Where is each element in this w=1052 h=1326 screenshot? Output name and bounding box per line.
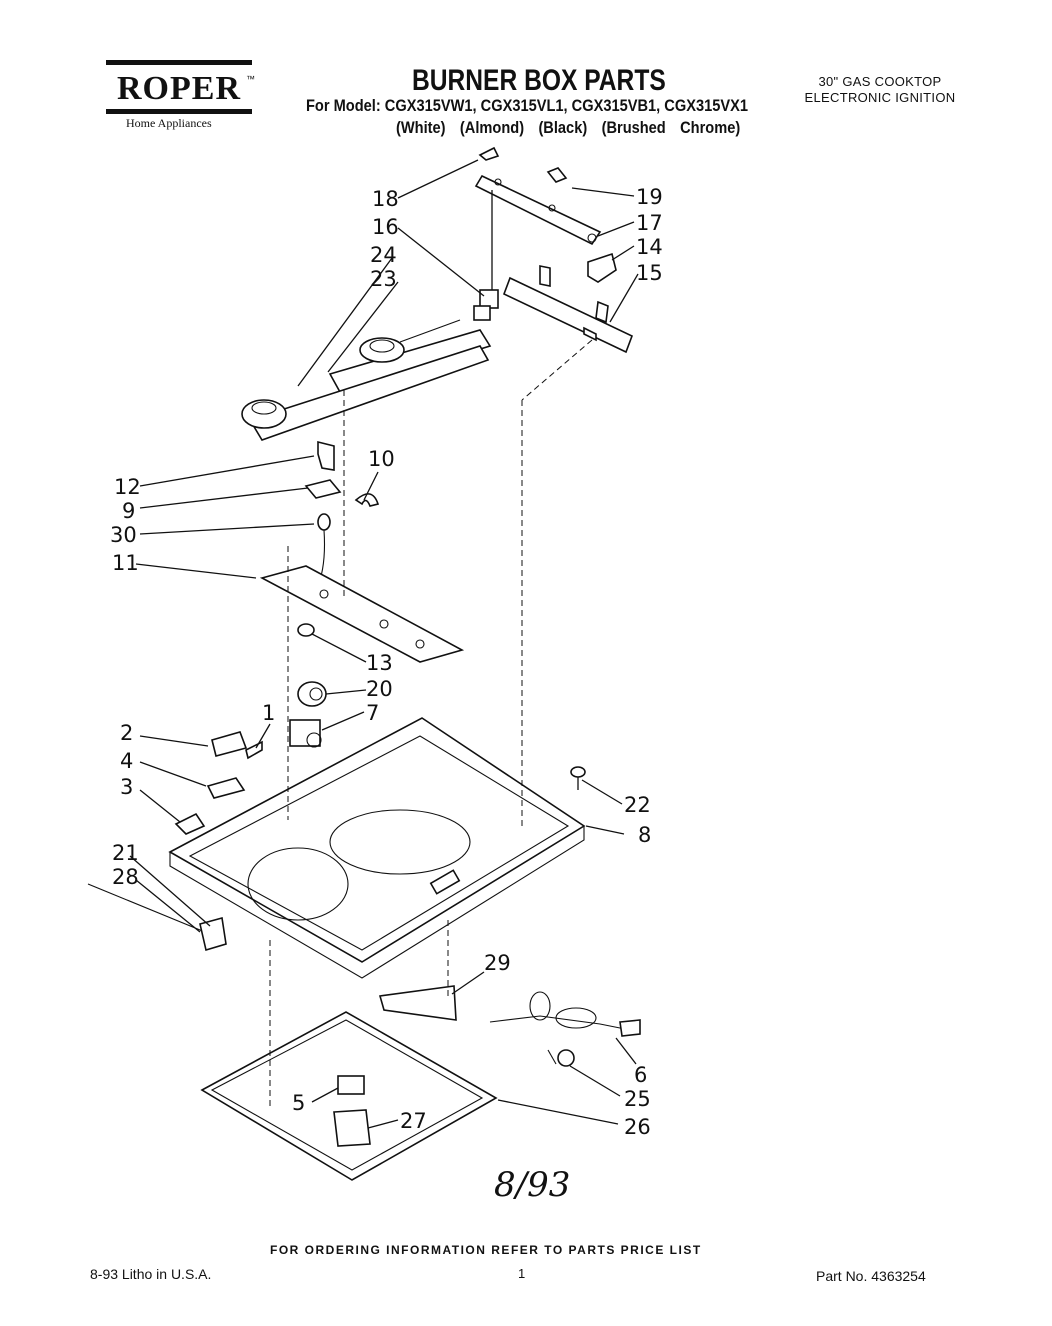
- callout-5: 5: [292, 1091, 305, 1115]
- bracket-2: [211, 731, 248, 757]
- regulator-20: [297, 681, 327, 707]
- logo-top-bar: [106, 60, 252, 65]
- page-title: BURNER BOX PARTS: [412, 64, 666, 97]
- logo-bottom-bar: [106, 109, 252, 114]
- callout-18: 18: [372, 187, 399, 211]
- callout-8: 8: [638, 823, 651, 847]
- leader-lines: [129, 159, 639, 1129]
- callout-12: 12: [114, 475, 141, 499]
- valve-16: [473, 190, 499, 321]
- trademark-symbol: ™: [246, 74, 255, 84]
- callout-28: 28: [112, 865, 139, 889]
- clip-18: [478, 146, 500, 161]
- callout-30: 30: [110, 523, 137, 547]
- product-line-1: 30" GAS COOKTOP: [818, 74, 942, 89]
- callout-24: 24: [370, 243, 397, 267]
- callout-7: 7: [366, 701, 379, 725]
- grommet-13: [297, 623, 315, 637]
- callout-4: 4: [120, 749, 133, 773]
- callout-26: 26: [624, 1115, 651, 1139]
- callout-9: 9: [122, 499, 135, 523]
- callout-21: 21: [112, 841, 139, 865]
- clip-3: [174, 812, 206, 835]
- clip-1: [245, 740, 263, 760]
- callout-13: 13: [366, 651, 393, 675]
- burner-assembly-23: [328, 319, 492, 393]
- bottom-panel-26: [200, 1011, 498, 1181]
- capacitor-5: [337, 1075, 365, 1095]
- burner-support-11: [259, 565, 465, 663]
- burner-box-8: [168, 717, 586, 979]
- product-description: 30" GAS COOKTOP ELECTRONIC IGNITION: [790, 74, 970, 106]
- callout-22: 22: [624, 793, 651, 817]
- screw-19: [546, 167, 568, 183]
- callout-1: 1: [262, 701, 275, 725]
- print-info: 8-93 Litho in U.S.A.: [90, 1266, 212, 1282]
- callout-29: 29: [484, 951, 511, 975]
- clamp-10: [354, 493, 380, 507]
- handwritten-date: 8/93: [494, 1165, 570, 1205]
- model-list: For Model: CGX315VW1, CGX315VL1, CGX315V…: [306, 96, 749, 115]
- plate-4: [206, 777, 246, 799]
- callout-27: 27: [400, 1109, 427, 1133]
- callout-11: 11: [112, 551, 139, 575]
- callout-3: 3: [120, 775, 133, 799]
- alignment-line: [521, 339, 593, 401]
- logo-subtitle: Home Appliances: [126, 116, 212, 130]
- page-number: 1: [518, 1266, 526, 1281]
- callout-23: 23: [370, 267, 397, 291]
- callout-20: 20: [366, 677, 393, 701]
- grommet-25: [547, 1049, 575, 1067]
- manifold-15: [502, 265, 634, 354]
- burner-bracket: [474, 174, 602, 246]
- power-cord-6: [489, 991, 641, 1037]
- callout-25: 25: [624, 1087, 651, 1111]
- callout-15: 15: [636, 261, 663, 285]
- callout-2: 2: [120, 721, 133, 745]
- callout-16: 16: [372, 215, 399, 239]
- igniter-30: [317, 513, 331, 581]
- roper-logo: ROPER: [106, 60, 252, 116]
- callout-10: 10: [368, 447, 395, 471]
- callout-6: 6: [634, 1063, 647, 1087]
- callout-numbers: 18 16 24 23 19 17 14 15 12 10 9 30 11 13…: [110, 185, 663, 1139]
- finish-list: (White) (Almond) (Black) (Brushed Chrome…: [396, 118, 741, 137]
- callout-19: 19: [636, 185, 663, 209]
- callout-17: 17: [636, 211, 663, 235]
- ordering-note: FOR ORDERING INFORMATION REFER TO PARTS …: [270, 1243, 702, 1257]
- plug-22: [570, 766, 586, 790]
- part-number: Part No. 4363254: [816, 1268, 926, 1284]
- bracket-27: [333, 1109, 371, 1147]
- spark-module-14: [587, 252, 617, 283]
- bracket-12: [317, 440, 335, 471]
- burner-assembly-24: [241, 345, 490, 441]
- harness-29: [378, 985, 457, 1021]
- rod-28: [87, 883, 227, 952]
- valve-7: [289, 719, 322, 748]
- logo-wordmark: ROPER: [117, 70, 241, 107]
- callout-14: 14: [636, 235, 663, 259]
- product-line-2: ELECTRONIC IGNITION: [804, 90, 956, 105]
- clip-9: [304, 479, 342, 499]
